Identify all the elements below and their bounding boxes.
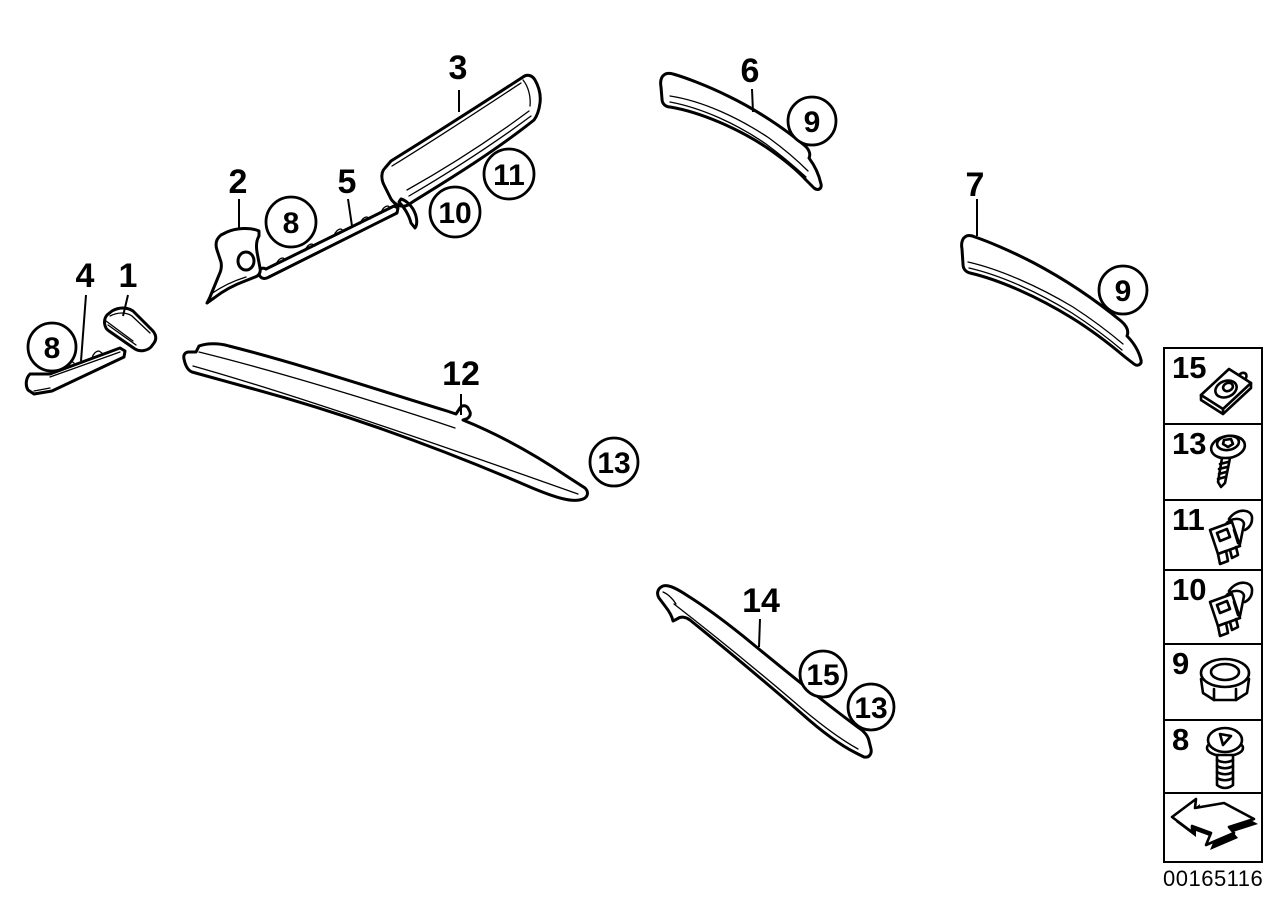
part-label-3[interactable]: 3 [449, 49, 468, 87]
svg-text:10: 10 [438, 197, 471, 230]
speed-nut-clip-icon [1199, 367, 1253, 416]
leader-lines [80, 88, 978, 648]
callout-10[interactable]: 10 [428, 185, 482, 239]
svg-text:15: 15 [806, 659, 839, 692]
svg-text:11: 11 [493, 159, 525, 192]
part-label-14[interactable]: 14 [742, 582, 780, 620]
svg-text:13: 13 [597, 447, 630, 480]
legend-number-10: 10 [1172, 572, 1207, 607]
part-label-4[interactable]: 4 [76, 257, 95, 295]
callout-13-mid[interactable]: 13 [588, 436, 640, 488]
part-label-7[interactable]: 7 [966, 166, 985, 204]
svg-text:8: 8 [283, 207, 300, 240]
direction-arrow-icon [1170, 797, 1258, 850]
callout-11[interactable]: 11 [482, 147, 536, 201]
part-6-door-trim-shape [659, 71, 823, 191]
callout-15-bottom[interactable]: 15 [798, 649, 848, 699]
self-tapping-screw-icon [1209, 434, 1247, 489]
document-number: 00165116 [1163, 866, 1264, 891]
part-14-pillar-shape [656, 584, 873, 759]
retaining-clip-icon [1208, 581, 1254, 638]
svg-text:8: 8 [44, 332, 61, 365]
legend-item-13: 13 [1163, 423, 1263, 501]
legend-number-15: 15 [1172, 350, 1207, 385]
part-3-trim-shape [380, 73, 542, 230]
callout-9-top[interactable]: 9 [786, 95, 838, 147]
callout-8-left[interactable]: 8 [26, 321, 78, 373]
part-12-sill-shape [182, 342, 589, 502]
callout-8-mid[interactable]: 8 [264, 195, 318, 249]
part-label-2[interactable]: 2 [229, 163, 248, 201]
svg-text:9: 9 [804, 106, 821, 139]
legend-item-10: 10 [1163, 569, 1263, 645]
part-7-door-trim-shape [960, 234, 1143, 367]
legend-item-8: 8 [1163, 719, 1263, 794]
part-label-6[interactable]: 6 [741, 52, 760, 90]
part-label-5[interactable]: 5 [338, 163, 357, 201]
callout-9-right[interactable]: 9 [1097, 264, 1149, 316]
part-label-12[interactable]: 12 [442, 355, 480, 393]
cap-lock-nut-icon [1199, 657, 1251, 702]
legend-number-9: 9 [1172, 646, 1190, 681]
legend-item-arrow [1163, 792, 1263, 863]
part-2-bracket-shape [205, 227, 262, 305]
svg-text:13: 13 [854, 692, 887, 725]
legend-item-15: 15 [1163, 347, 1263, 425]
button-head-screw-icon [1205, 726, 1245, 790]
legend-number-13: 13 [1172, 426, 1207, 461]
part-label-1[interactable]: 1 [119, 257, 138, 295]
legend-item-9: 9 [1163, 643, 1263, 721]
callout-13-bottom[interactable]: 13 [846, 682, 896, 732]
part-1-wedge-shape [103, 306, 158, 353]
legend-item-11: 11 [1163, 499, 1263, 571]
legend-number-11: 11 [1172, 502, 1205, 537]
svg-text:9: 9 [1115, 275, 1132, 308]
retaining-clip-icon [1208, 509, 1254, 566]
legend-number-8: 8 [1172, 722, 1190, 757]
